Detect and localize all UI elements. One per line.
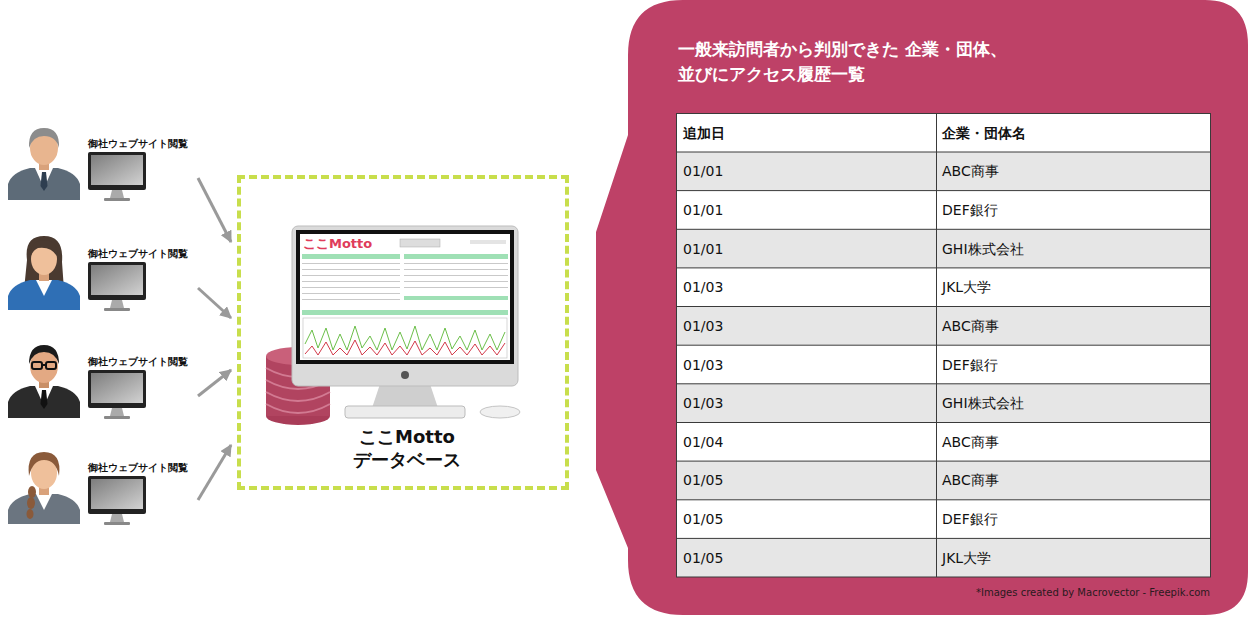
person-icon	[8, 452, 80, 524]
screen-logo: ここMotto	[303, 236, 372, 251]
visitor-group: 御社ウェブサイト閲覧	[8, 232, 194, 318]
callout-title: 一般来訪問者から判別できた 企業・団体、並びにアクセス履歴一覧	[678, 37, 1028, 87]
visitor-group: 御社ウェブサイト閲覧	[8, 340, 194, 426]
flow-arrow	[198, 445, 231, 500]
monitor-icon	[88, 152, 146, 525]
visitor-group: 御社ウェブサイト閲覧	[8, 122, 194, 208]
callout-shape	[596, 0, 1248, 615]
credit-note: *Images created by Macrovector - Freepik…	[976, 587, 1210, 599]
flow-arrow	[198, 288, 231, 318]
person-icon	[8, 236, 80, 310]
visitor-label: 御社ウェブサイト閲覧	[88, 356, 188, 368]
visitor-label: 御社ウェブサイト閲覧	[88, 248, 188, 260]
flow-arrow	[198, 370, 231, 396]
database-box: ここMotto データベース	[237, 175, 569, 490]
person-icon	[8, 128, 80, 200]
visitor-label: 御社ウェブサイト閲覧	[88, 462, 188, 474]
person-icon	[8, 345, 80, 418]
visitor-label: 御社ウェブサイト閲覧	[88, 138, 188, 150]
flow-arrow	[198, 178, 231, 242]
database-label: ここMotto データベース	[332, 425, 482, 471]
visitor-group: 御社ウェブサイト閲覧	[8, 446, 194, 532]
computer-illustration	[292, 226, 520, 418]
